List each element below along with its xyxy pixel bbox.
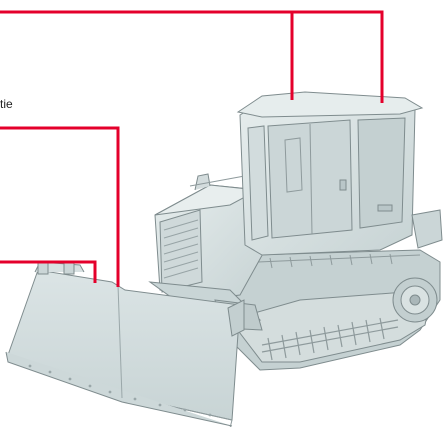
callout-lines	[0, 10, 384, 287]
dozer-blade	[5, 261, 245, 427]
operator-cab	[236, 91, 424, 256]
track-assembly	[204, 249, 441, 371]
callout-line-blade	[0, 260, 97, 283]
cab-callout-label: tie	[0, 97, 13, 111]
callout-line-hood	[0, 126, 120, 287]
rear-bracket	[411, 209, 443, 249]
callout-line-cab	[0, 10, 384, 103]
